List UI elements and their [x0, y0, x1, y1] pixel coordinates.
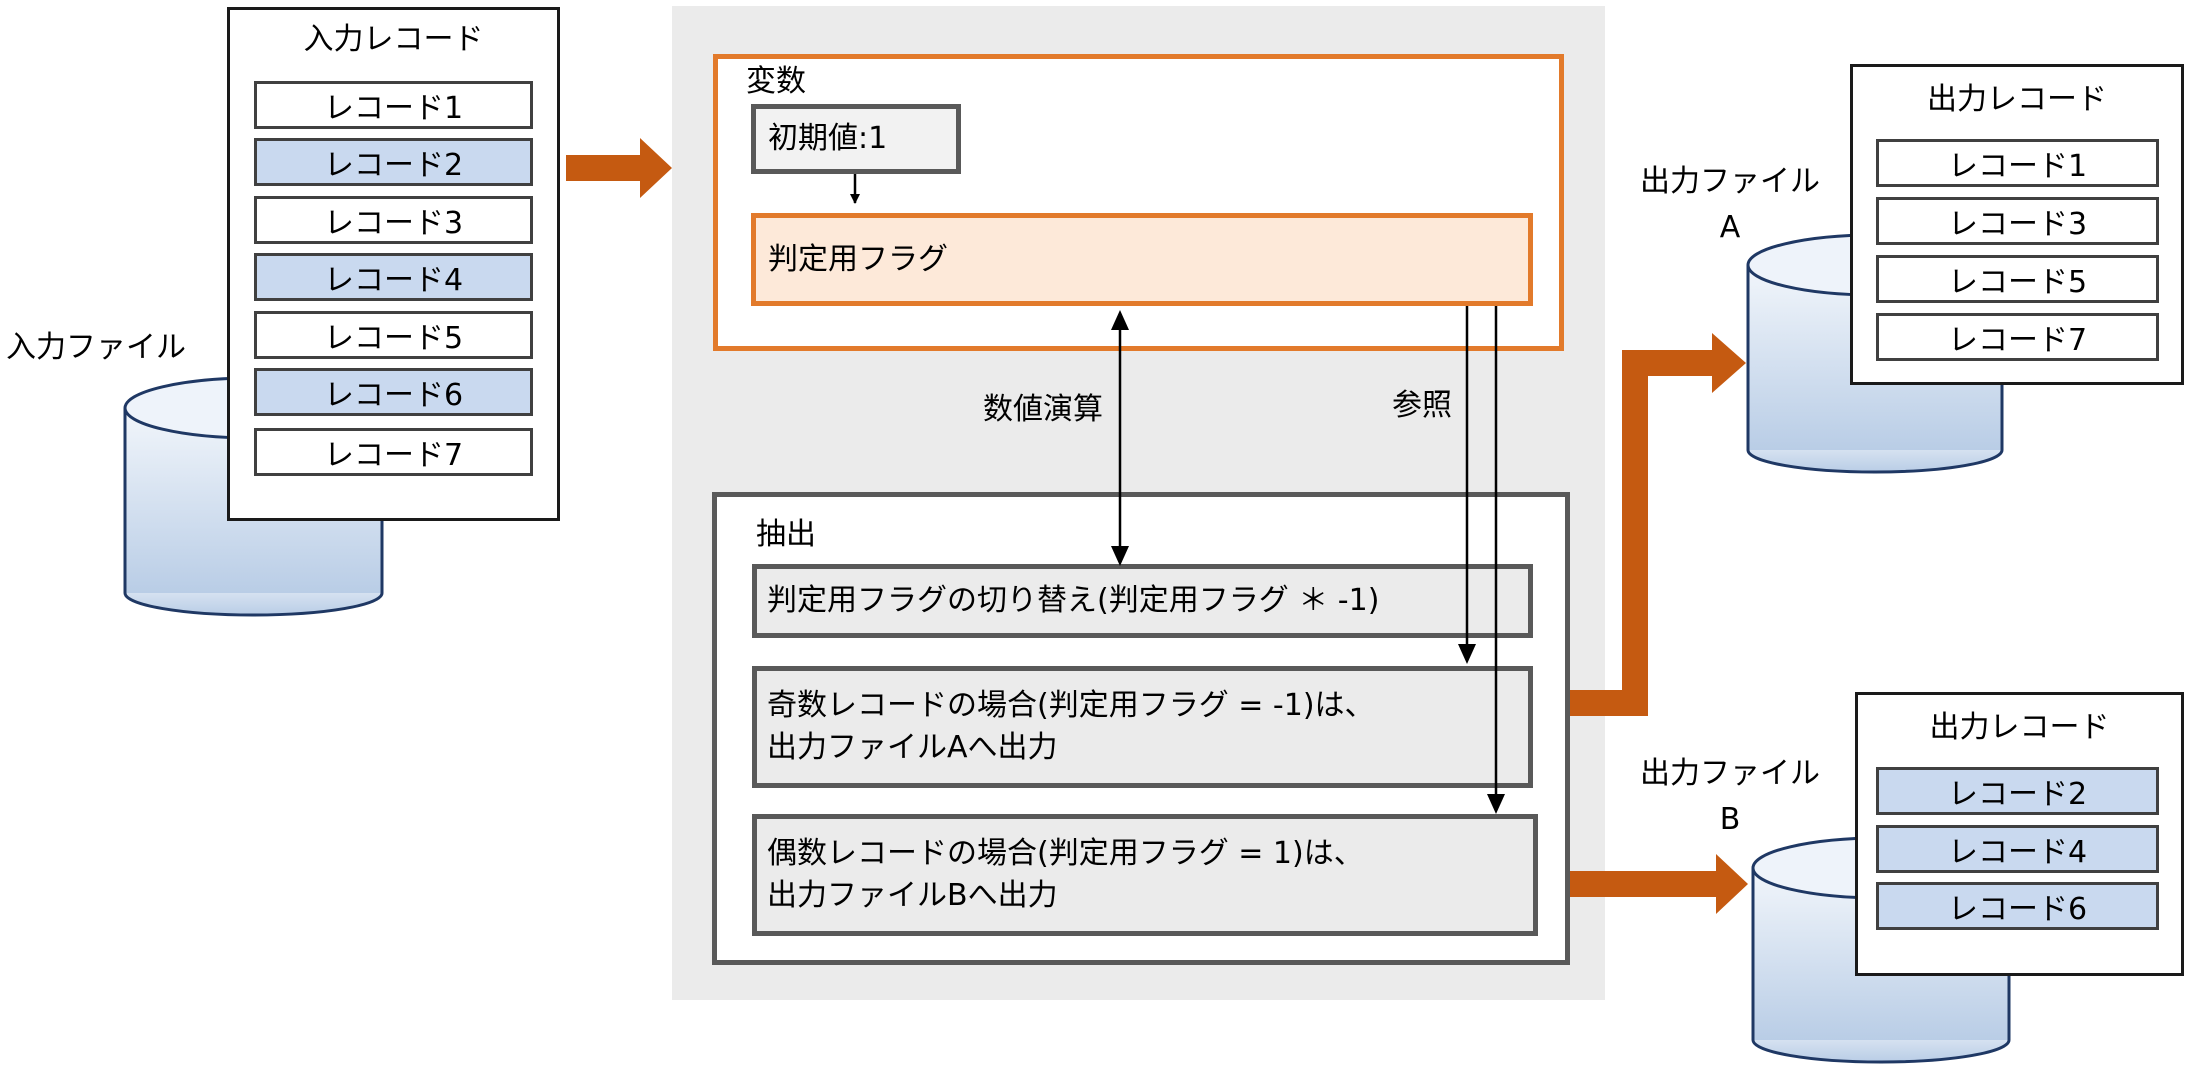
variables-title: 変数 [746, 64, 806, 99]
output-a-record-item: レコード1 [1876, 139, 2159, 187]
output-b-record-item: レコード6 [1876, 882, 2159, 930]
reference-arrow-to-odd [1458, 306, 1476, 664]
input-record-item: レコード2 [254, 138, 533, 186]
output-file-a-label-line-2: A [1719, 210, 1741, 245]
output-file-a-label-line-1: 出力ファイル [1640, 164, 1820, 199]
odd-step-line-1: 奇数レコードの場合(判定用フラグ = -1)は、 [767, 688, 1375, 723]
odd-record-step: 奇数レコードの場合(判定用フラグ = -1)は、 出力ファイルAへ出力 [752, 666, 1533, 788]
output-a-flow-arrow [1541, 333, 1746, 716]
input-file-label: 入力ファイル [6, 330, 186, 365]
numeric-operation-arrow [1111, 310, 1129, 566]
even-step-line-2: 出力ファイルBへ出力 [767, 878, 1058, 913]
input-flow-arrow [566, 138, 672, 198]
output-a-record-item: レコード3 [1876, 197, 2159, 245]
even-step-line-1: 偶数レコードの場合(判定用フラグ = 1)は、 [767, 836, 1364, 871]
numeric-operation-label: 数値演算 [983, 392, 1103, 427]
flag-toggle-step: 判定用フラグの切り替え(判定用フラグ ＊ -1) [752, 564, 1533, 638]
odd-step-line-2: 出力ファイルAへ出力 [767, 730, 1058, 765]
output-a-records-title: 出力レコード [1927, 82, 2107, 117]
reference-arrow-to-even [1487, 306, 1505, 814]
input-record-item: レコード4 [254, 253, 533, 301]
output-b-record-item: レコード2 [1876, 767, 2159, 815]
input-record-item: レコード6 [254, 368, 533, 416]
output-b-flow-arrow [1541, 854, 1748, 914]
extract-title: 抽出 [756, 517, 816, 552]
output-b-record-item: レコード4 [1876, 825, 2159, 873]
output-a-record-item: レコード5 [1876, 255, 2159, 303]
input-record-item: レコード3 [254, 196, 533, 244]
output-file-b-label-line-2: B [1719, 802, 1741, 837]
input-record-item: レコード1 [254, 81, 533, 129]
initial-value-box: 初期値:1 [751, 104, 961, 174]
reference-label: 参照 [1392, 388, 1452, 423]
input-record-item: レコード7 [254, 428, 533, 476]
even-record-step: 偶数レコードの場合(判定用フラグ = 1)は、 出力ファイルBへ出力 [752, 814, 1538, 936]
output-a-record-item: レコード7 [1876, 313, 2159, 361]
input-record-item: レコード5 [254, 311, 533, 359]
judgment-flag-box: 判定用フラグ [751, 213, 1533, 306]
input-records-title: 入力レコード [303, 22, 484, 57]
output-file-b-label-line-1: 出力ファイル [1640, 756, 1820, 791]
output-b-records-title: 出力レコード [1929, 710, 2110, 745]
